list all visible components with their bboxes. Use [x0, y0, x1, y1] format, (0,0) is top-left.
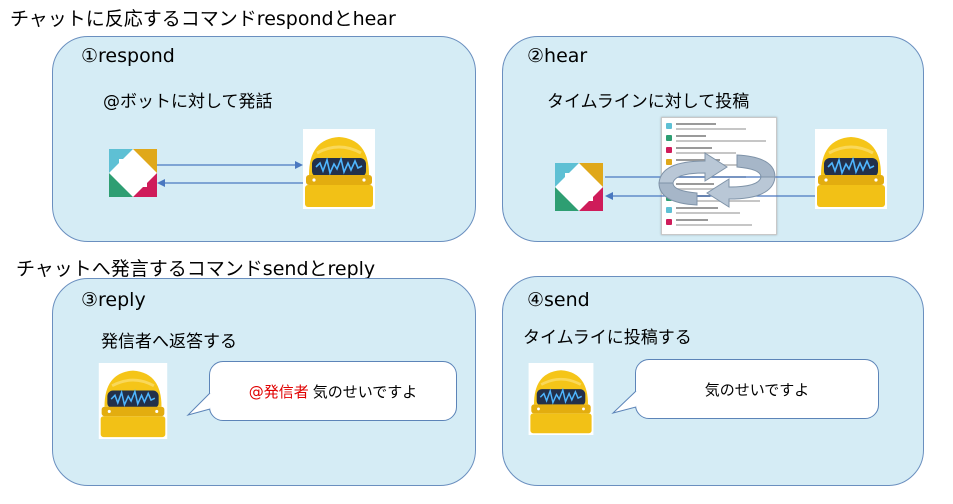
bubble-tail: [186, 392, 211, 416]
panel-title: ④send: [527, 289, 590, 311]
heading-send-reply: チャットへ発言するコマンドsendとreply: [16, 258, 376, 280]
bubble-text: 気のせいですよ: [704, 380, 810, 399]
send-speech-bubble: 気のせいですよ: [635, 359, 879, 419]
panel-respond: ①respond @ボットに対して発話: [52, 36, 476, 242]
panel-description: タイムラインに対して投稿: [547, 92, 750, 112]
heading-respond-hear: チャットに反応するコマンドrespondとhear: [10, 8, 396, 30]
panel-description: タイムライに投稿する: [523, 328, 692, 348]
panel-send: ④send タイムライに投稿する 気のせいですよ: [502, 276, 924, 486]
bot-helmet-icon: [815, 129, 887, 209]
panel-reply: ③reply 発信者へ返答する @発信者 気のせいですよ: [52, 278, 476, 486]
circular-arrows-icon: [658, 152, 776, 208]
panel-title: ③reply: [81, 289, 146, 311]
reply-speech-bubble: @発信者 気のせいですよ: [209, 361, 457, 421]
panel-title: ①respond: [81, 45, 175, 67]
bot-helmet-icon: [303, 129, 375, 209]
slack-logo-icon: [555, 163, 603, 211]
panel-description: @ボットに対して発話: [103, 92, 273, 112]
panel-description: 発信者へ返答する: [101, 332, 237, 352]
bubble-tail: [611, 390, 637, 414]
mention-text: @発信者: [248, 382, 309, 401]
slack-logo-icon: [109, 149, 157, 197]
bot-helmet-icon: [97, 363, 169, 439]
exchange-arrows-icon: [157, 161, 303, 187]
bubble-text: 気のせいですよ: [312, 382, 418, 401]
bot-helmet-icon: [525, 363, 597, 435]
panel-hear: ②hear タイムラインに対して投稿: [502, 36, 924, 242]
panel-title: ②hear: [527, 45, 588, 67]
